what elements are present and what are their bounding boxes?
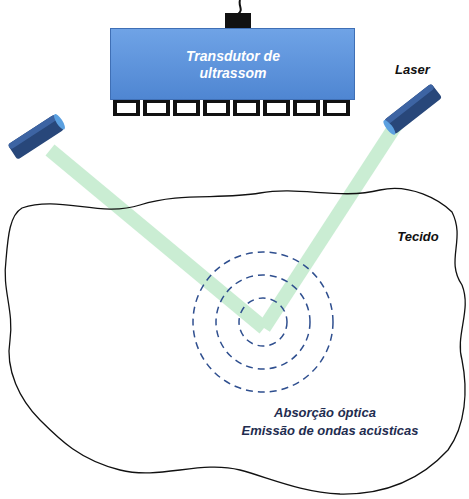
acoustic-waves (193, 252, 333, 392)
transducer-box: Transdutor de ultrassom (110, 28, 355, 100)
region-label: Tecido (397, 229, 438, 245)
transducer-elements (113, 100, 350, 116)
cable (238, 0, 241, 14)
transducer-label: Transdutor de ultrassom (158, 48, 308, 83)
laser-left (8, 113, 67, 160)
region-label: Absorção óptica (274, 405, 376, 421)
laser-right (381, 83, 442, 136)
region-label: Emissão de ondas acústicas (241, 423, 418, 439)
laser-label: Laser (395, 62, 430, 77)
